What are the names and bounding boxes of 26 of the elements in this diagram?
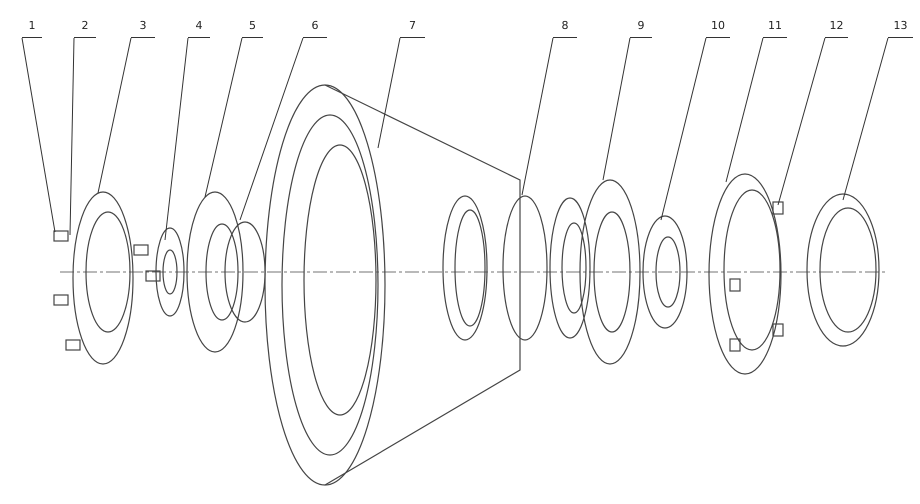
leader-line: [240, 38, 304, 220]
callout-number: 3: [131, 19, 155, 38]
callout-number: 4: [188, 19, 210, 38]
leader-line: [778, 38, 826, 206]
callout-number: 8: [553, 19, 577, 38]
callout-number: 11: [763, 19, 787, 38]
leader-line: [660, 38, 706, 220]
callout-number: 6: [303, 19, 327, 38]
leader-line: [726, 38, 764, 182]
leader-line: [204, 38, 242, 198]
callout-number: 7: [400, 19, 425, 38]
callout-number: 12: [825, 19, 848, 38]
callout-number: 1: [22, 19, 42, 38]
leader-line: [70, 38, 74, 236]
leader-line: [522, 38, 554, 196]
callout-number: 13: [888, 19, 913, 38]
callout-number: 2: [74, 19, 96, 38]
leader-line: [164, 38, 188, 240]
leader-line: [378, 38, 400, 148]
callout-number: 9: [630, 19, 652, 38]
callout-number: 5: [242, 19, 263, 38]
leader-line: [842, 38, 888, 200]
leader-line: [22, 38, 56, 232]
leader-line: [98, 38, 132, 194]
callout-number: 10: [706, 19, 730, 38]
leader-line: [602, 38, 630, 180]
